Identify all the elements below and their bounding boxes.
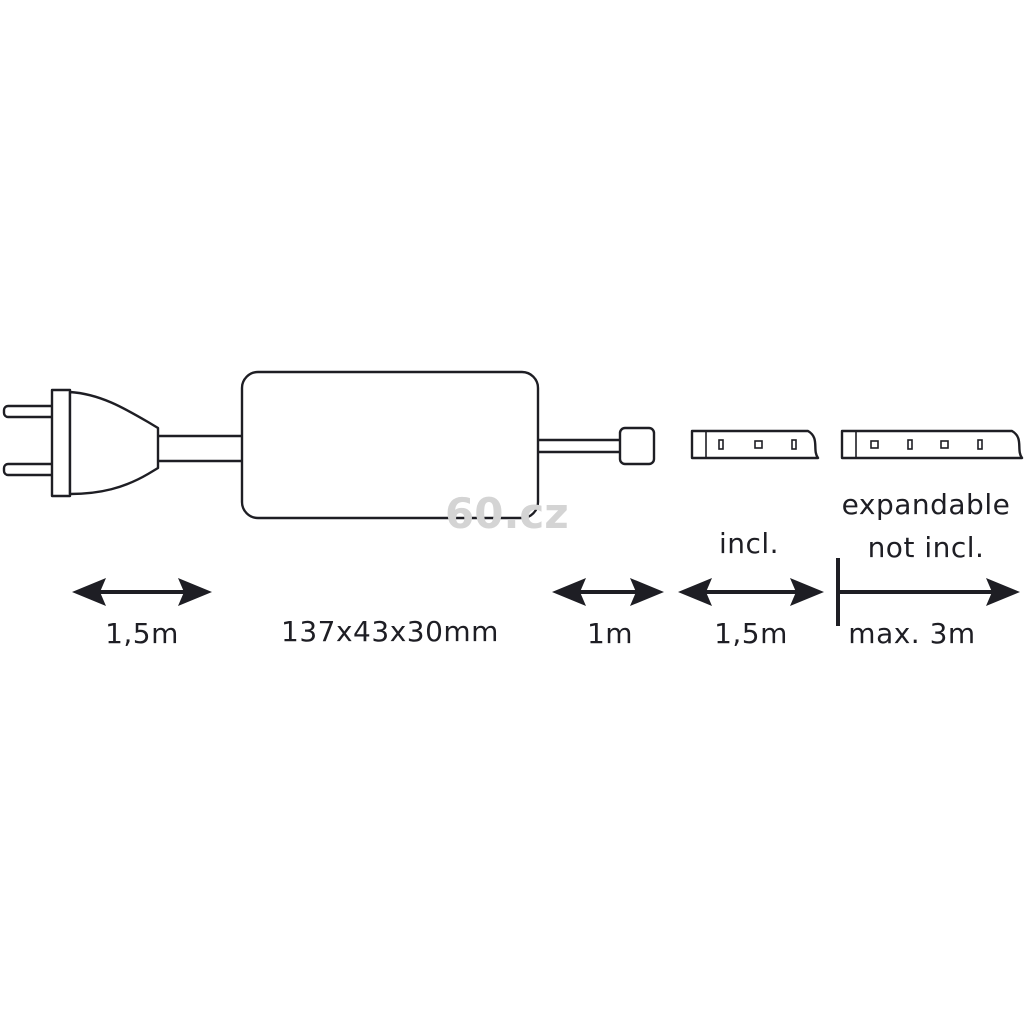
connector-cable-length-arrow	[552, 578, 664, 606]
strip-connector	[618, 426, 656, 466]
plug-face	[50, 388, 72, 498]
strip-included-length-label: 1,5m	[714, 617, 788, 650]
led-chip	[754, 440, 763, 449]
adapter-dimensions-label: 137x43x30mm	[281, 615, 499, 648]
led-chip	[940, 440, 949, 449]
expandable-max-length-label: max. 3m	[848, 617, 975, 650]
led-strip-expandable	[840, 429, 1024, 460]
plug-pin-bottom	[2, 462, 58, 477]
led-chip	[870, 440, 879, 449]
plug-cable-length-label: 1,5m	[105, 617, 179, 650]
led-chip	[907, 439, 913, 450]
plug-body	[68, 390, 160, 496]
expandable-length-arrow	[836, 558, 1020, 626]
power-plug-icon	[2, 388, 160, 498]
led-chip	[977, 439, 983, 450]
expandable-label-line1: expandable	[842, 488, 1011, 521]
plug-cable-length-arrow	[72, 578, 212, 606]
expandable-label-line2: not incl.	[868, 531, 985, 564]
strip-included-note: incl.	[719, 527, 779, 560]
led-strip-included	[690, 429, 820, 460]
plug-pin-top	[2, 404, 58, 419]
connector-cable	[538, 438, 620, 454]
included-strip-length-arrow	[678, 578, 824, 606]
led-chip	[791, 439, 797, 450]
watermark: 60.cz	[445, 489, 569, 538]
connector-cable-length-label: 1m	[587, 617, 633, 650]
led-chip	[718, 439, 724, 450]
mains-cable	[158, 434, 242, 463]
power-adapter-box	[240, 370, 540, 520]
